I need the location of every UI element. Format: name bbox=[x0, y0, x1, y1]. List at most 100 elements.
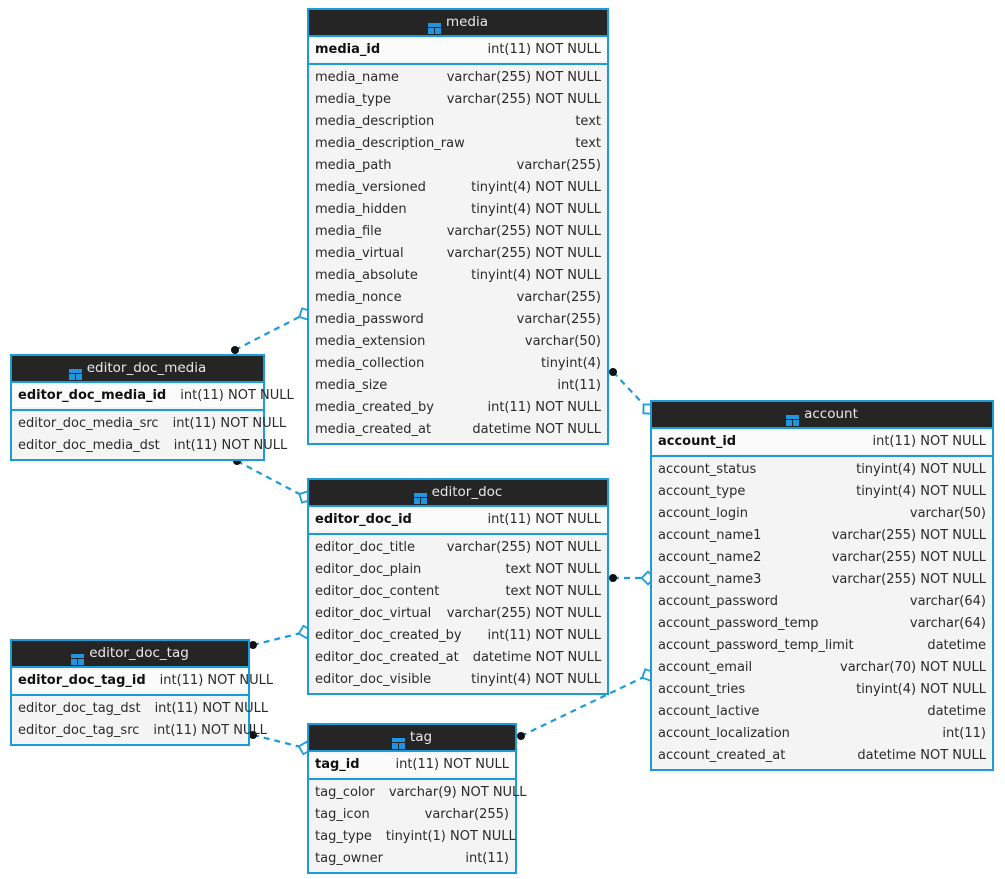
entity-header[interactable]: account bbox=[652, 402, 992, 429]
entity-header[interactable]: media bbox=[309, 10, 607, 37]
field-row[interactable]: editor_doc_created_by int(11) NOT NULL bbox=[309, 625, 607, 647]
field-name: editor_doc_plain bbox=[315, 562, 422, 577]
relationship-line bbox=[252, 630, 306, 647]
field-name: media_created_at bbox=[315, 422, 432, 437]
primary-key-name: editor_doc_tag_id bbox=[18, 673, 146, 688]
field-type: varchar(50) bbox=[909, 506, 986, 521]
field-row[interactable]: media_hidden tinyint(4) NOT NULL bbox=[309, 199, 607, 221]
field-name: editor_doc_title bbox=[315, 540, 416, 555]
entity-header[interactable]: tag bbox=[309, 725, 515, 752]
entity-header[interactable]: editor_doc bbox=[309, 480, 607, 507]
entity-header[interactable]: editor_doc_media bbox=[12, 356, 263, 383]
field-name: account_name3 bbox=[658, 572, 762, 587]
rel-editor-doc-to-account[interactable] bbox=[609, 570, 656, 586]
relationship-endpoint-dot bbox=[609, 574, 617, 582]
field-type: tinyint(1) NOT NULL bbox=[385, 829, 516, 844]
field-type: varchar(255) bbox=[516, 158, 601, 173]
entity-header[interactable]: editor_doc_tag bbox=[12, 641, 248, 668]
primary-key-row[interactable]: media_id int(11) NOT NULL bbox=[309, 39, 607, 61]
field-type: int(11) NOT NULL bbox=[153, 723, 267, 738]
field-row[interactable]: account_login varchar(50) bbox=[652, 503, 992, 525]
relationship-line bbox=[236, 460, 306, 498]
field-name: media_hidden bbox=[315, 202, 407, 217]
rel-media-to-account[interactable] bbox=[609, 368, 654, 415]
rel-editor-doc-media-to-media[interactable] bbox=[231, 307, 312, 354]
field-row[interactable]: account_name2 varchar(255) NOT NULL bbox=[652, 547, 992, 569]
field-name: media_description_raw bbox=[315, 136, 465, 151]
field-type: tinyint(4) NOT NULL bbox=[471, 202, 601, 217]
field-type: tinyint(4) NOT NULL bbox=[856, 462, 986, 477]
field-type: varchar(255) NOT NULL bbox=[831, 550, 986, 565]
field-name: editor_doc_created_by bbox=[315, 628, 462, 643]
field-type: datetime NOT NULL bbox=[472, 650, 602, 665]
field-name: media_name bbox=[315, 70, 399, 85]
field-name: media_nonce bbox=[315, 290, 402, 305]
rel-editor-doc-media-to-editor-doc[interactable] bbox=[233, 457, 312, 504]
table-icon bbox=[413, 488, 427, 504]
field-type: varchar(255) NOT NULL bbox=[446, 224, 601, 239]
entity-title: account bbox=[804, 406, 858, 422]
primary-key-name: media_id bbox=[315, 42, 381, 57]
field-name: account_login bbox=[658, 506, 748, 521]
rel-editor-doc-tag-to-editor-doc[interactable] bbox=[249, 624, 313, 649]
field-type: int(11) NOT NULL bbox=[487, 628, 601, 643]
field-type: tinyint(4) bbox=[540, 356, 601, 371]
primary-key-type: int(11) NOT NULL bbox=[487, 42, 601, 57]
field-name: account_name2 bbox=[658, 550, 762, 565]
